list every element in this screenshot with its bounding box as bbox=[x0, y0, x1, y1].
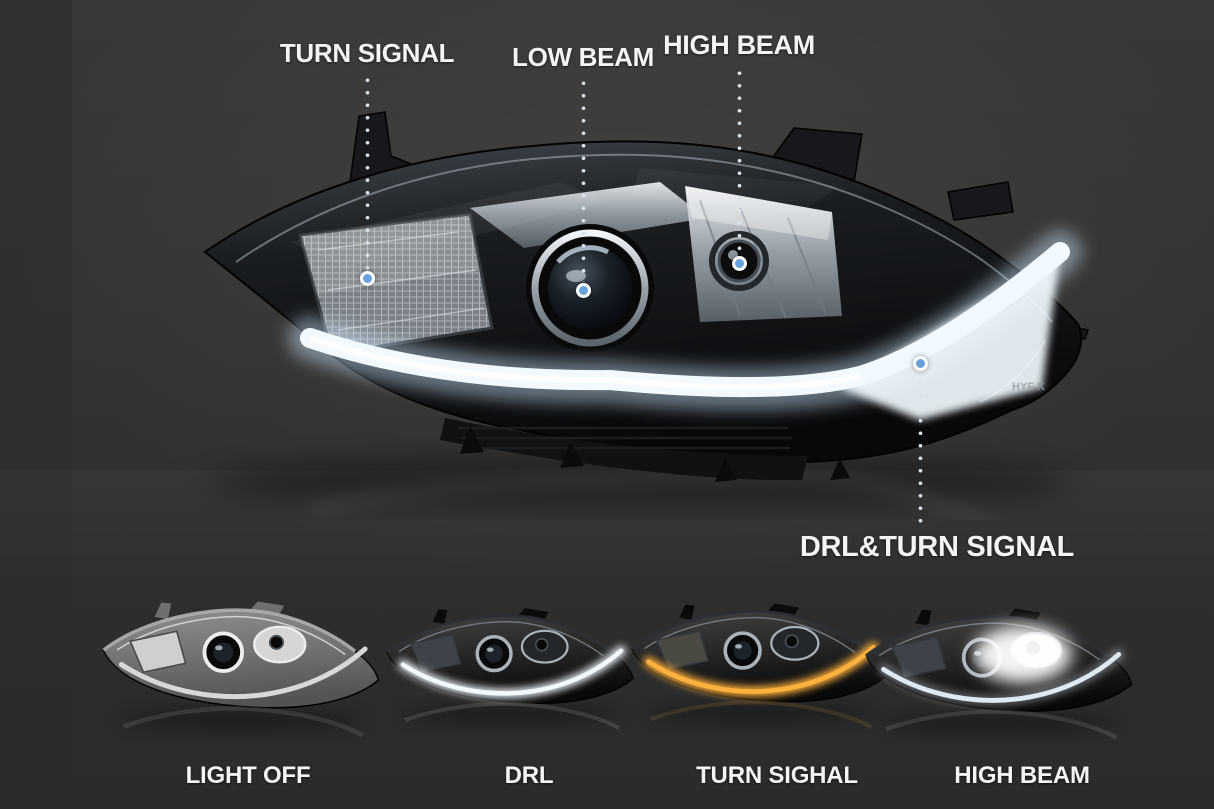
marker-dot bbox=[575, 283, 591, 298]
mode-label-high-beam: HIGH BEAM bbox=[954, 762, 1090, 789]
turn-signal-reflector bbox=[298, 212, 494, 356]
headlight-photo-main: HYF K bbox=[203, 111, 1089, 520]
mode-label-turn-signal: TURN SIGHAL bbox=[696, 762, 858, 789]
mode-thumbnail-light-off bbox=[97, 600, 385, 750]
callout-label-turn-signal: TURN SIGNAL bbox=[279, 38, 455, 68]
callout-label-low-beam: LOW BEAM bbox=[511, 42, 655, 72]
callout-label-high-beam: HIGH BEAM bbox=[663, 30, 815, 60]
marker-dot bbox=[731, 256, 747, 271]
mode-label-light-off: LIGHT OFF bbox=[185, 762, 311, 789]
housing-bottom-trim bbox=[440, 418, 850, 482]
mode-label-drl: DRL bbox=[504, 762, 554, 789]
dotted-leader-line bbox=[736, 67, 742, 255]
callout-label-drl-turn-signal: DRL&TURN SIGNAL bbox=[799, 531, 1075, 563]
background-band bbox=[0, 0, 72, 809]
dotted-leader-line bbox=[917, 377, 923, 527]
marker-dot bbox=[912, 356, 928, 371]
dotted-leader-line bbox=[580, 77, 586, 282]
mode-thumbnail-high-beam bbox=[860, 607, 1138, 752]
lens-sheen bbox=[290, 168, 840, 268]
lens-marking-text: HYF K bbox=[1012, 381, 1045, 393]
dotted-leader-line bbox=[364, 74, 370, 270]
marker-dot bbox=[359, 271, 375, 286]
high-beam-reflector bbox=[685, 186, 842, 322]
mode-thumbnail-turn-signal bbox=[626, 602, 892, 741]
chrome-eyebrow bbox=[470, 182, 706, 248]
drl-light-bar bbox=[288, 230, 1082, 420]
mode-thumbnail-drl bbox=[381, 607, 639, 741]
